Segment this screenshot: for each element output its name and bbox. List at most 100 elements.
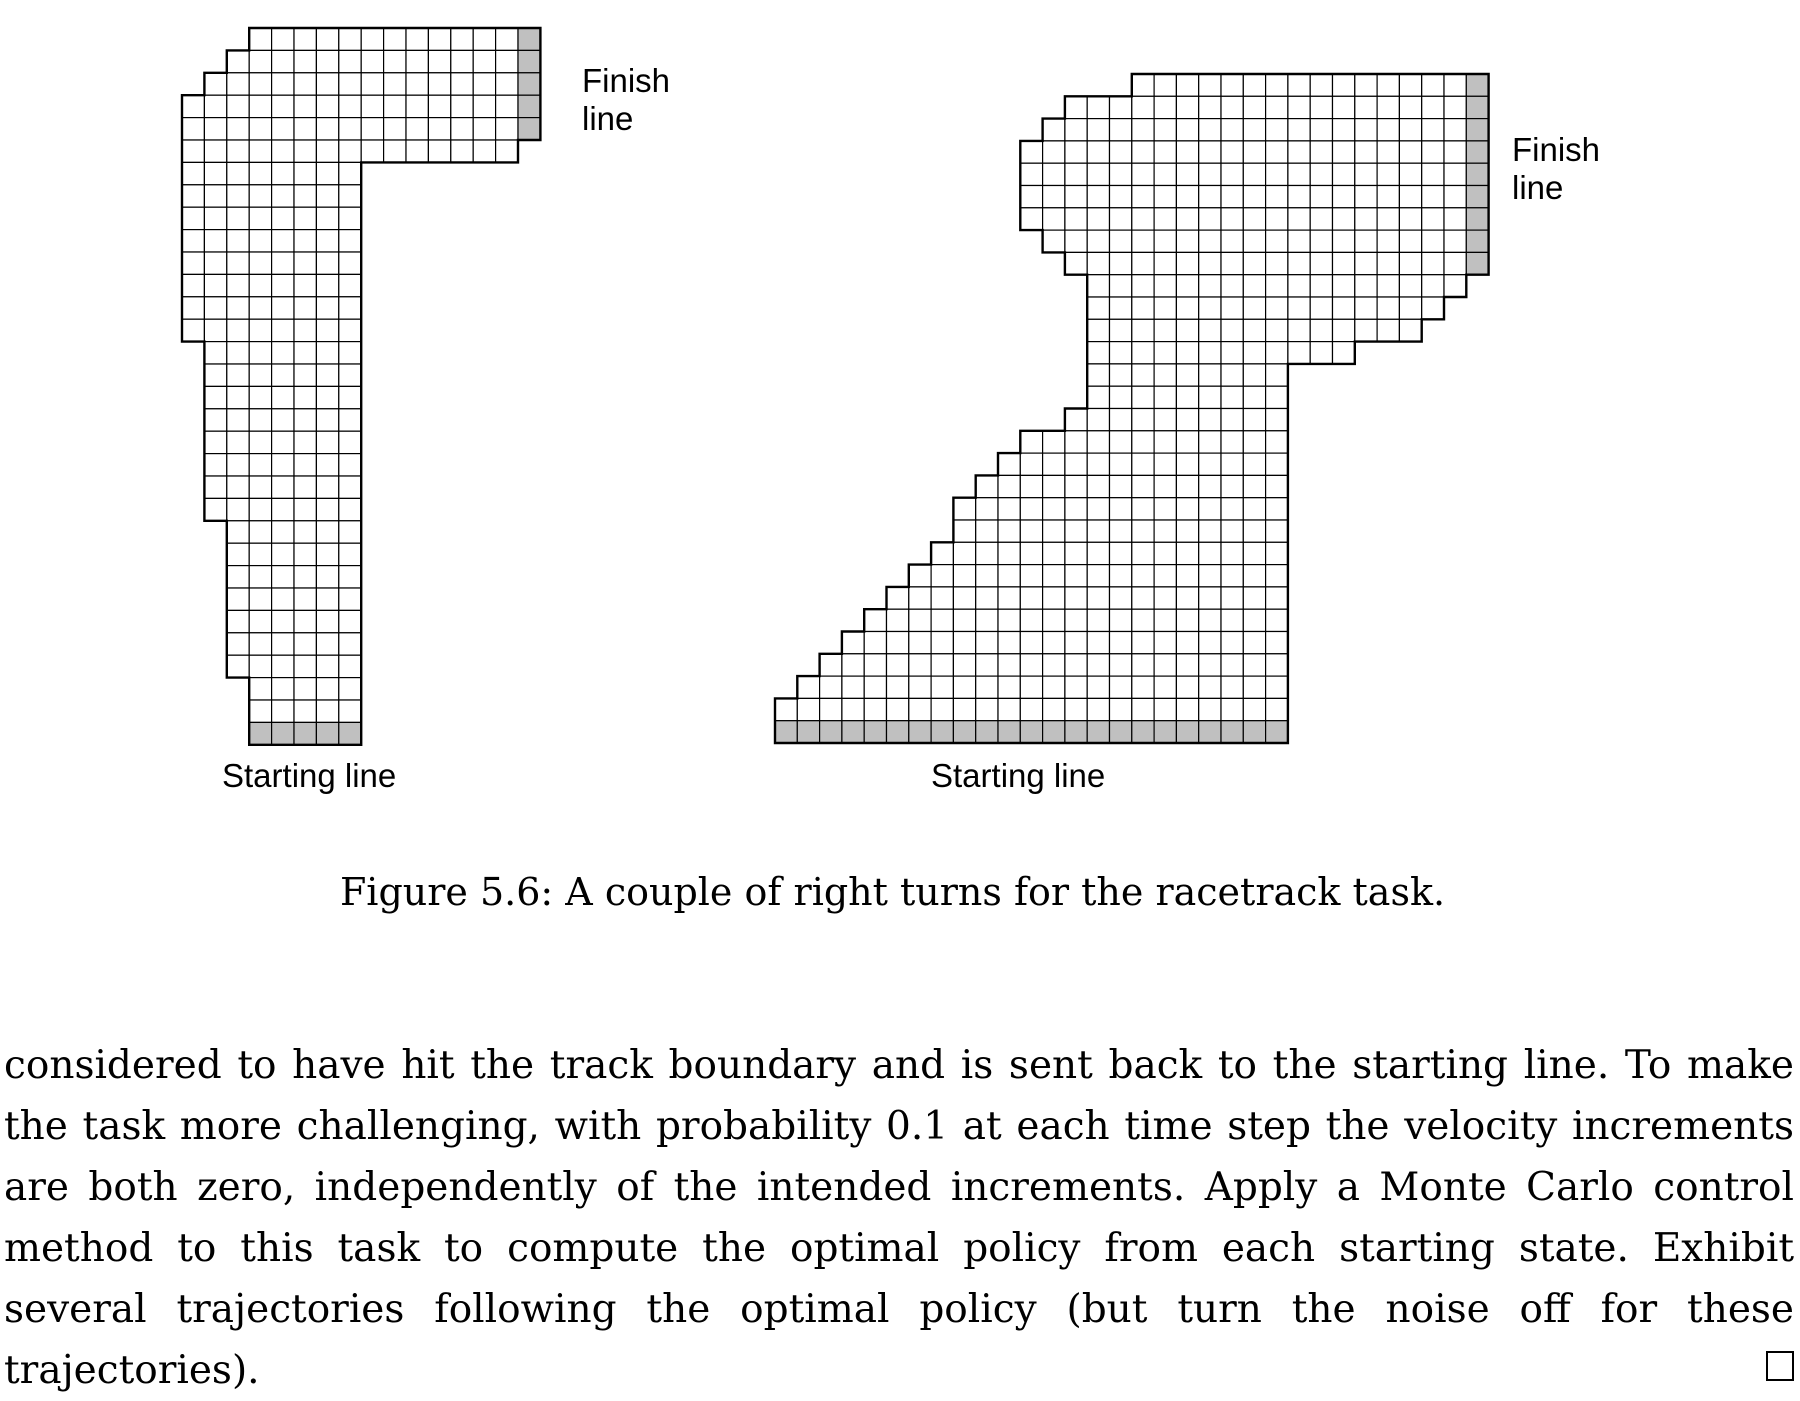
track-cell — [1242, 563, 1267, 588]
track-cell — [1153, 229, 1177, 254]
track-cell — [472, 94, 497, 119]
track-cell — [315, 609, 340, 634]
track-cell — [1242, 608, 1267, 633]
track-cell — [293, 72, 317, 96]
track-cell — [1108, 341, 1133, 365]
track-cell — [338, 497, 362, 522]
track-cell — [1242, 675, 1267, 699]
track-boundary — [773, 72, 1490, 745]
start-cell — [796, 720, 821, 744]
track-cell — [1108, 296, 1133, 320]
track-cell — [1443, 117, 1467, 142]
track-cell — [1153, 140, 1177, 164]
track-cell — [226, 475, 250, 499]
track-cell — [338, 273, 362, 298]
track-cell — [271, 699, 295, 723]
track-cell — [1354, 207, 1378, 231]
track-cell — [203, 229, 228, 253]
track-cell — [975, 630, 999, 655]
track-cell — [1086, 675, 1111, 699]
track-cell — [1398, 95, 1423, 120]
track-cell — [1019, 497, 1044, 521]
track-cell — [1019, 608, 1044, 633]
track-cell — [1131, 140, 1155, 164]
track-cell — [1131, 73, 1155, 97]
track-cell — [1064, 430, 1088, 454]
start-cell — [1264, 720, 1289, 744]
track-cell — [1264, 653, 1289, 677]
finish-cell — [1465, 140, 1490, 164]
track-cell — [1264, 586, 1289, 610]
track-cell — [293, 520, 317, 544]
track-cell — [181, 116, 205, 141]
finish-cell — [517, 72, 541, 96]
track-cell — [1198, 474, 1222, 499]
track-cell — [1086, 497, 1111, 521]
track-cell — [1041, 452, 1066, 477]
track-cell — [1220, 274, 1244, 298]
track-cell — [1198, 363, 1222, 387]
track-cell — [1153, 318, 1177, 343]
track-cell — [248, 318, 273, 343]
track-cell — [1198, 497, 1222, 521]
track-cell — [997, 497, 1021, 521]
track-cell — [1421, 95, 1445, 120]
track-cell — [863, 608, 888, 633]
track-cell — [1264, 407, 1289, 432]
track-cell — [1443, 274, 1467, 298]
start-cell — [1131, 720, 1155, 744]
track-cell — [1086, 318, 1111, 343]
track-cell — [338, 363, 362, 387]
track-cell — [952, 653, 977, 677]
track-cell — [1354, 296, 1378, 320]
track-cell — [1108, 251, 1133, 276]
track-cell — [863, 697, 888, 722]
track-cell — [338, 139, 362, 163]
track-cell — [383, 139, 407, 163]
track-cell — [1264, 519, 1289, 543]
track-cell — [1398, 73, 1423, 97]
track-cell — [1064, 563, 1088, 588]
track-cell — [1108, 519, 1133, 543]
track-cell — [226, 408, 250, 432]
track-cell — [1198, 519, 1222, 543]
track-cell — [1086, 586, 1111, 610]
track-cell — [315, 72, 340, 96]
track-cell — [1242, 162, 1267, 187]
start-cell — [1153, 720, 1177, 744]
track-cell — [226, 654, 250, 679]
track-cell — [1131, 586, 1155, 610]
track-cell — [1220, 251, 1244, 276]
track-cell — [930, 630, 954, 655]
track-cell — [271, 94, 295, 119]
track-cell — [248, 542, 273, 567]
track-cell — [248, 453, 273, 477]
track-cell — [271, 385, 295, 410]
track-cell — [1264, 497, 1289, 521]
track-cell — [1287, 117, 1311, 142]
start-cell — [885, 720, 910, 744]
track-cell — [248, 408, 273, 432]
track-cell — [1131, 541, 1155, 566]
track-cell — [203, 184, 228, 208]
track-cell — [908, 697, 932, 722]
track-cell — [1198, 563, 1222, 588]
track-cell — [271, 296, 295, 320]
track-cell — [1086, 563, 1111, 588]
track-cell — [271, 161, 295, 186]
track-cell — [1242, 207, 1267, 231]
track-cell — [1264, 207, 1289, 231]
track-cell — [1153, 207, 1177, 231]
track-cell — [885, 675, 910, 699]
track-cell — [226, 72, 250, 96]
finish-cell — [517, 49, 541, 74]
track-cell — [315, 296, 340, 320]
track-cell — [863, 630, 888, 655]
track-cell — [427, 116, 452, 141]
track-cell — [248, 116, 273, 141]
track-cell — [1108, 675, 1133, 699]
track-cell — [1242, 586, 1267, 610]
track-cell — [1443, 207, 1467, 231]
track-cell — [1086, 229, 1111, 254]
track-cell — [1198, 95, 1222, 120]
